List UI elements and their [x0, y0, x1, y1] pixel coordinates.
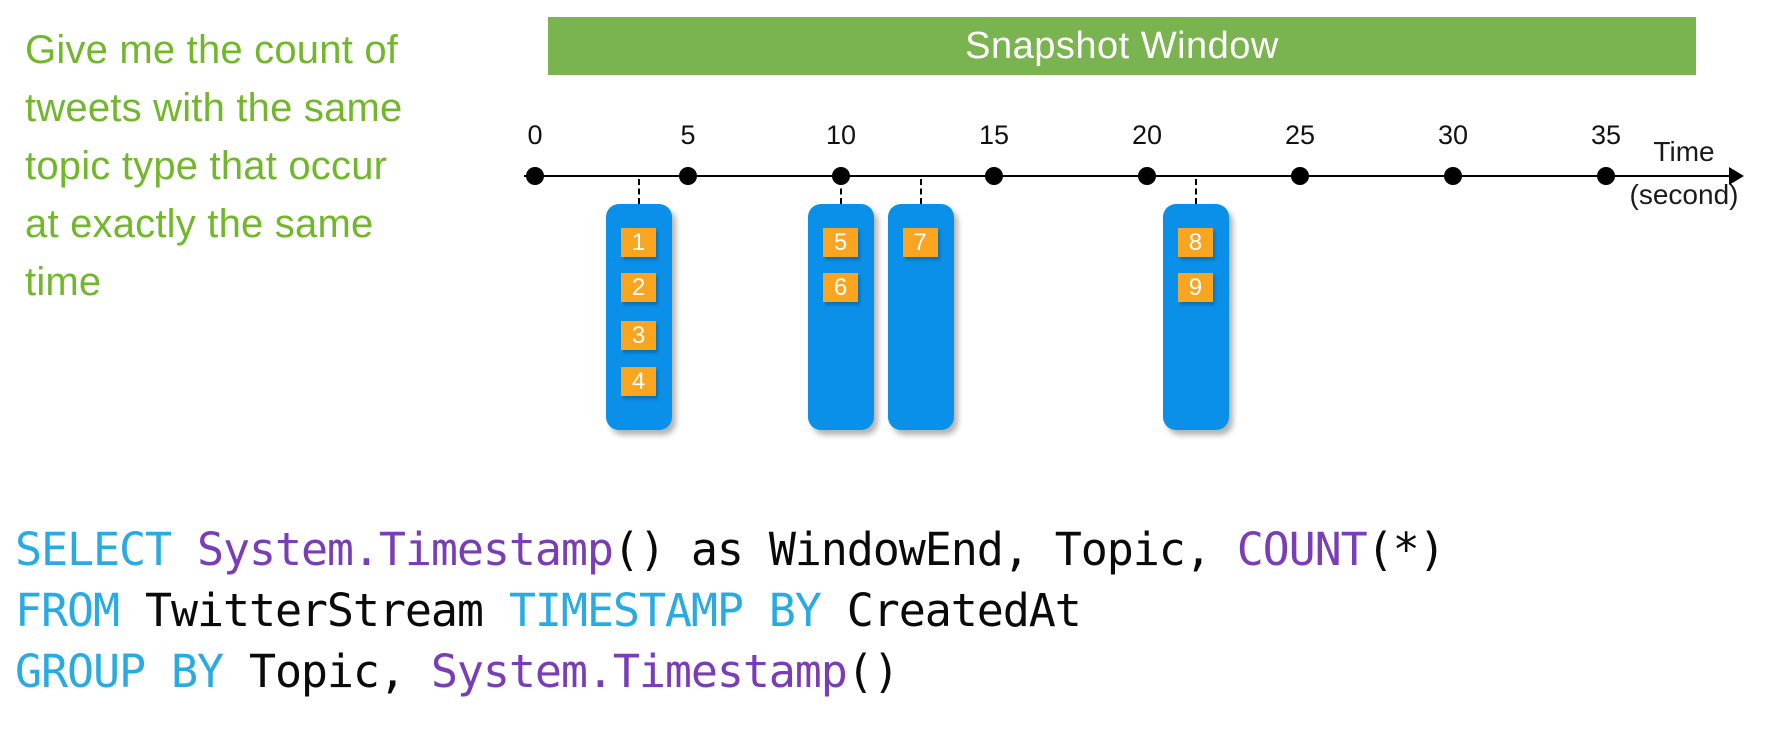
snapshot-window-banner: Snapshot Window: [548, 17, 1696, 75]
prompt-line: at exactly the same: [25, 202, 374, 246]
event-badge: 8: [1177, 228, 1213, 257]
code-token: SELECT: [15, 523, 172, 576]
event-badge-label: 2: [631, 274, 646, 301]
prompt-line: topic type that occur: [25, 144, 388, 188]
code-token: (): [846, 645, 900, 698]
code-line: GROUP BY Topic, System.Timestamp(): [15, 641, 1445, 702]
event-badge: 7: [902, 228, 938, 257]
event-badge-label: 3: [631, 322, 646, 349]
axis-caption-time: Time: [1653, 136, 1715, 167]
code-token: TIMESTAMP BY: [508, 584, 822, 637]
code-token: () as WindowEnd, Topic,: [612, 523, 1237, 576]
code-token: COUNT: [1236, 523, 1368, 576]
prompt-text: Give me the count of tweets with the same…: [25, 21, 403, 311]
event-badge-label: 5: [833, 229, 848, 256]
event-badge-label: 6: [833, 274, 848, 301]
timeline-axis: [524, 175, 1730, 177]
event-connector: [1194, 179, 1197, 204]
prompt-line: Give me the count of: [25, 28, 399, 72]
event-badge: 1: [621, 228, 657, 257]
event-badge: 9: [1177, 273, 1213, 302]
code-line: SELECT System.Timestamp() as WindowEnd, …: [15, 519, 1446, 580]
arrow-right-icon: [1729, 167, 1744, 185]
tick-label: 35: [1590, 120, 1622, 150]
code-token: System.Timestamp: [430, 645, 848, 698]
tick-label: 20: [1131, 120, 1163, 150]
tick-dot: [1138, 167, 1156, 185]
tick-dot: [832, 167, 850, 185]
event-connector: [638, 179, 641, 204]
tick-dot: [679, 167, 697, 185]
sql-code: SELECT System.Timestamp() as WindowEnd, …: [15, 519, 1446, 702]
tick-label: 5: [680, 120, 696, 150]
prompt-line: tweets with the same: [25, 86, 403, 130]
tick-dot: [985, 167, 1003, 185]
event-badge: 6: [823, 273, 858, 302]
prompt-line: time: [25, 260, 102, 304]
tick-dot: [1597, 167, 1615, 185]
event-badge: 5: [823, 228, 858, 257]
code-token: System.Timestamp: [196, 523, 614, 576]
banner-label: Snapshot Window: [965, 24, 1279, 67]
tick-dot: [1444, 167, 1462, 185]
tick-label: 25: [1284, 120, 1316, 150]
tick-dot: [1291, 167, 1309, 185]
event-badge-label: 7: [913, 229, 927, 256]
code-token: TwitterStream: [118, 584, 509, 637]
event-connector: [919, 179, 922, 204]
tick-dot: [526, 167, 544, 185]
code-token: [171, 523, 197, 576]
event-badge-label: 8: [1188, 229, 1203, 256]
event-badge: 2: [621, 273, 657, 302]
event-group-3: 7: [887, 204, 954, 430]
event-badge: 3: [621, 321, 657, 350]
event-badge-label: 1: [631, 229, 646, 256]
event-connector: [840, 179, 842, 204]
tick-label: 0: [527, 120, 543, 150]
event-group-1: 1 2 3 4: [606, 204, 673, 430]
code-token: FROM: [15, 584, 120, 637]
event-badge-label: 9: [1188, 274, 1203, 301]
event-badge-label: 4: [631, 368, 646, 395]
event-badge: 4: [621, 367, 657, 396]
code-token: CreatedAt: [820, 584, 1082, 637]
code-token: (*): [1366, 523, 1446, 576]
tick-label: 15: [978, 120, 1010, 150]
tick-label: 10: [825, 120, 857, 150]
code-token: Topic,: [222, 645, 431, 698]
tick-label: 30: [1437, 120, 1469, 150]
code-token: GROUP BY: [15, 645, 224, 698]
axis-caption-unit: (second): [1629, 179, 1739, 210]
code-line: FROM TwitterStream TIMESTAMP BY CreatedA…: [15, 580, 1445, 641]
